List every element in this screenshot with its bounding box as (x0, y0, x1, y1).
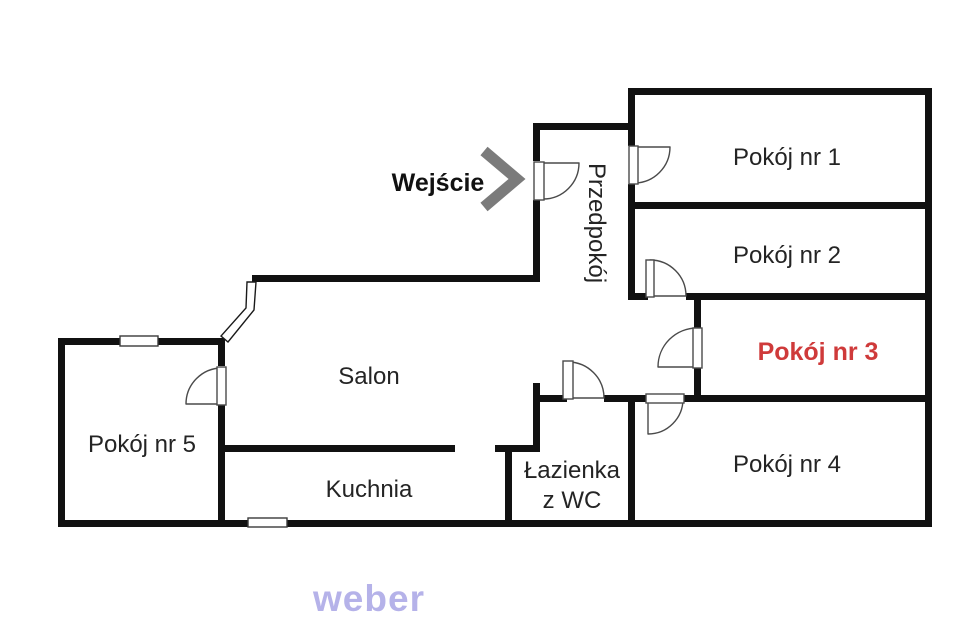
door-room1-leaf (628, 145, 639, 185)
wall-bath-left (533, 383, 540, 452)
door-room5-leaf (216, 366, 227, 406)
bathroom-label-line1: Łazienka (524, 457, 621, 484)
room-labels: Pokój nr 1 Pokój nr 2 Pokój nr 3 Pokój n… (88, 144, 878, 514)
wall-div-1-2 (628, 202, 932, 209)
walls (58, 88, 932, 527)
entrance-marker: Wejście (392, 146, 526, 212)
door-room2-leaf (645, 259, 655, 298)
door-entrance (533, 161, 580, 201)
door-room4-leaf (645, 393, 685, 404)
window-room5 (119, 335, 159, 347)
door-room3 (657, 327, 703, 369)
wall-div-2-3-a (628, 293, 648, 300)
wall-corridor-b (604, 395, 647, 402)
wall-room3-left-b (694, 367, 701, 402)
window-kitchen (247, 517, 288, 528)
wall-rooms12-left-b (628, 184, 635, 300)
watermark: weber (312, 578, 425, 619)
wall-kitchen-bath-step (505, 445, 512, 527)
wall-left (58, 338, 65, 527)
entrance-arrow-icon (480, 146, 526, 212)
wall-kitchen-top-b (495, 445, 540, 452)
wall-room4-left (628, 395, 635, 527)
wall-corridor-a (533, 395, 567, 402)
room-label-5: Pokój nr 5 (88, 431, 196, 458)
bathroom-label-line2: z WC (543, 487, 602, 514)
living-room-label: Salon (338, 363, 399, 390)
wall-rooms12-left-a (628, 88, 635, 146)
wall-bottom (58, 520, 932, 527)
door-room1-swing (633, 146, 671, 184)
door-room3-swing (657, 327, 698, 368)
wall-right (925, 88, 932, 527)
door-bathroom (562, 360, 605, 400)
room-label-1: Pokój nr 1 (733, 144, 841, 171)
door-room4-swing (647, 398, 684, 435)
wall-hall-left-b (533, 200, 540, 282)
wall-room5-right-b (218, 404, 225, 527)
wall-angled-thin (220, 281, 257, 343)
wall-room3-left-a (694, 293, 701, 328)
wall-top (628, 88, 932, 95)
wall-salon-top (252, 275, 540, 282)
door-room4 (645, 393, 685, 435)
room-label-2: Pokój nr 2 (733, 242, 841, 269)
door-room5 (185, 366, 227, 406)
door-room1 (628, 145, 671, 185)
kitchen-label: Kuchnia (326, 476, 413, 503)
room-label-4: Pokój nr 4 (733, 451, 841, 478)
windows (119, 335, 288, 528)
doors (185, 145, 703, 435)
door-room3-leaf (692, 327, 703, 369)
room-label-3: Pokój nr 3 (758, 338, 879, 366)
wall-hall-left-a (533, 125, 540, 161)
wall-div-3-4 (684, 395, 932, 402)
hallway-label: Przedpokój (583, 163, 610, 283)
entrance-label: Wejście (392, 169, 485, 197)
wall-room5-right-a (218, 338, 225, 366)
wall-kitchen-top-a (218, 445, 455, 452)
door-bathroom-leaf (562, 360, 574, 400)
door-room2 (645, 259, 687, 298)
door-entrance-leaf (533, 161, 545, 201)
wall-div-2-3-b (686, 293, 932, 300)
wall-hall-top (533, 123, 635, 130)
door-entrance-swing (542, 162, 580, 200)
door-room2-swing (649, 259, 687, 297)
